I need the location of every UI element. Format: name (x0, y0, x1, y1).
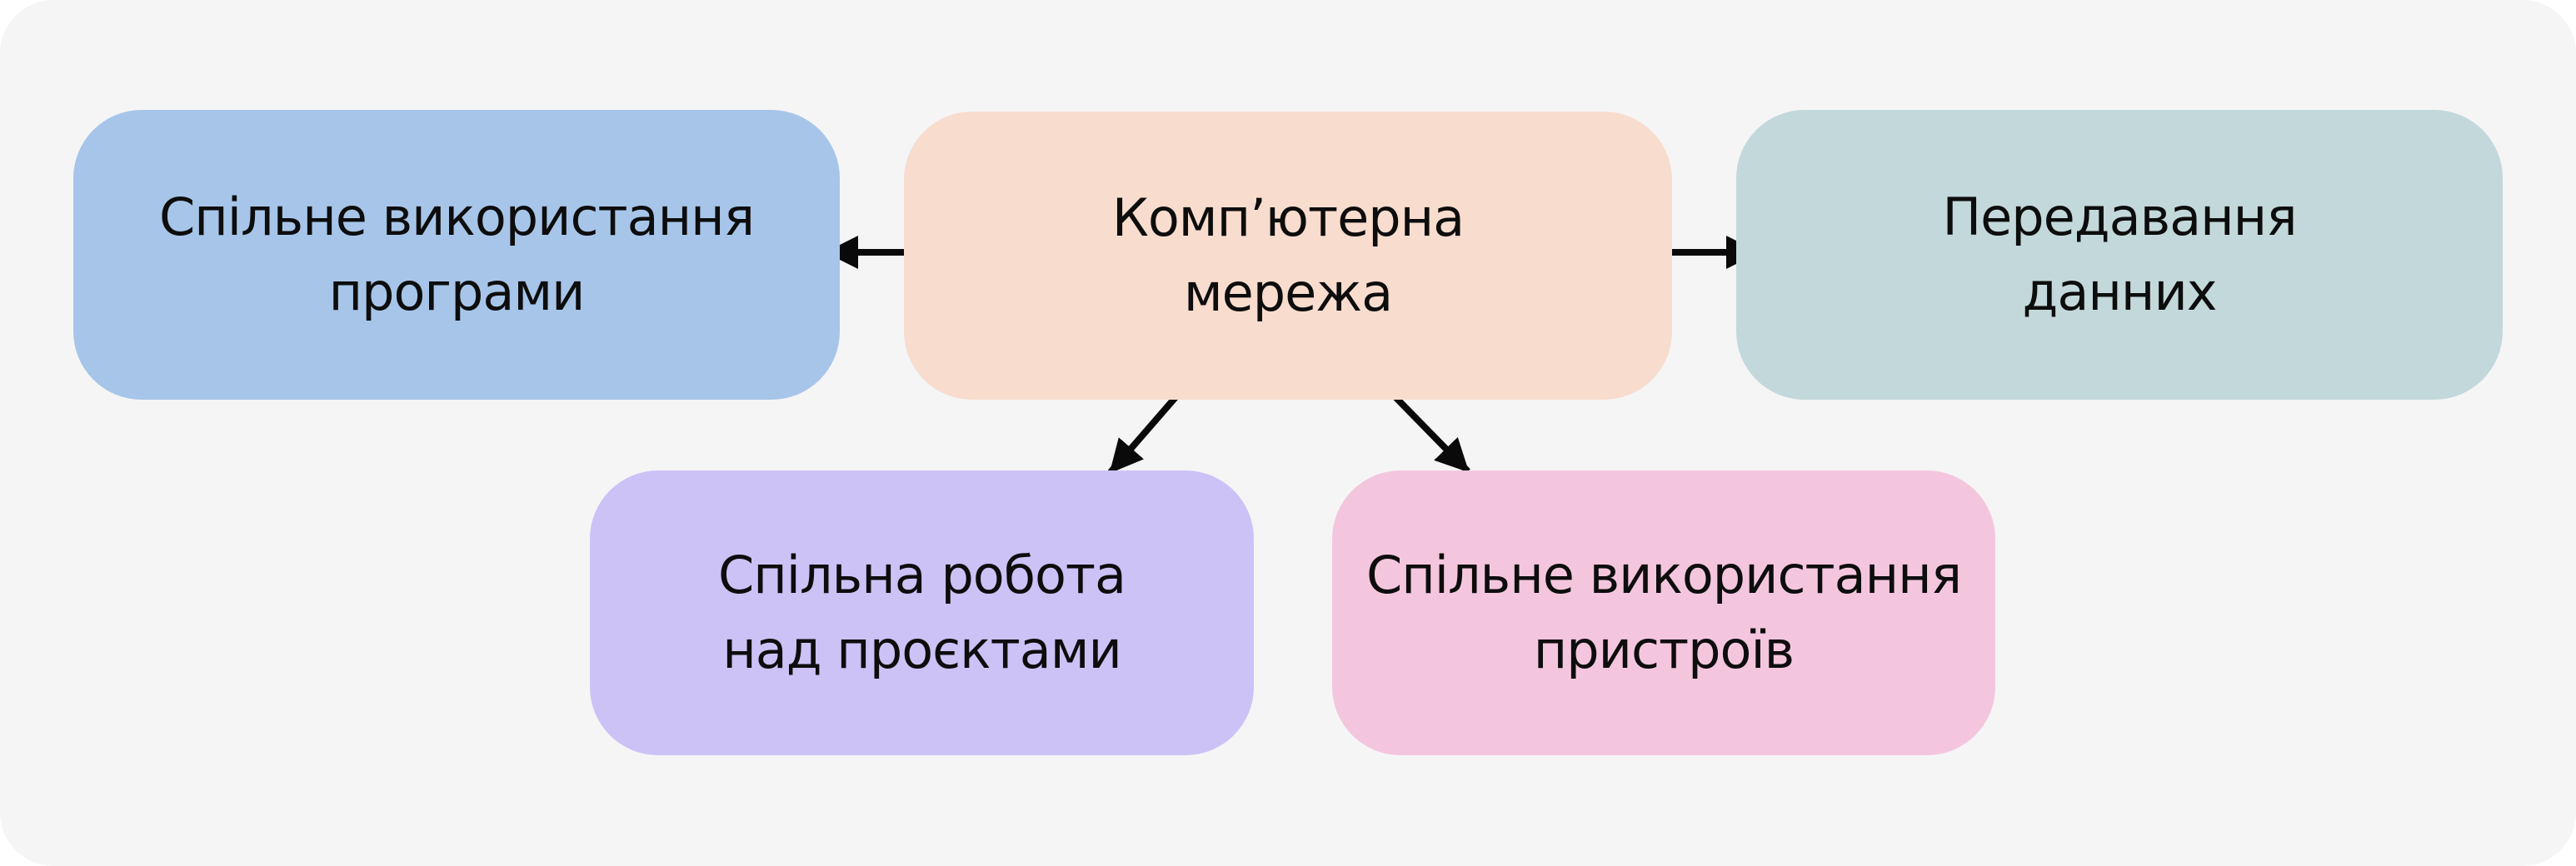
node-label-line: Передавання (1942, 187, 2297, 248)
node-label-line: Спільне використання (1365, 545, 1962, 606)
node-shared-devices: Спільне використання пристроїв (1332, 470, 1995, 755)
node-label-line: Комп’ютерна (1111, 187, 1465, 249)
node-label-line: данних (2022, 261, 2218, 322)
node-shared-programs: Спільне використання програми (73, 110, 840, 400)
node-project-collaboration: Спільна робота над проєктами (590, 470, 1254, 755)
node-label-line: Спільна робота (717, 545, 1126, 606)
node-computer-network: Комп’ютерна мережа (904, 112, 1672, 400)
node-label-line: пристроїв (1533, 620, 1795, 680)
node-data-transfer: Передавання данних (1736, 110, 2503, 400)
node-label-line: Спільне використання (158, 187, 755, 248)
node-label-line: над проєктами (722, 620, 1122, 680)
node-label-line: мережа (1183, 262, 1393, 323)
node-label-line: програми (328, 261, 586, 322)
